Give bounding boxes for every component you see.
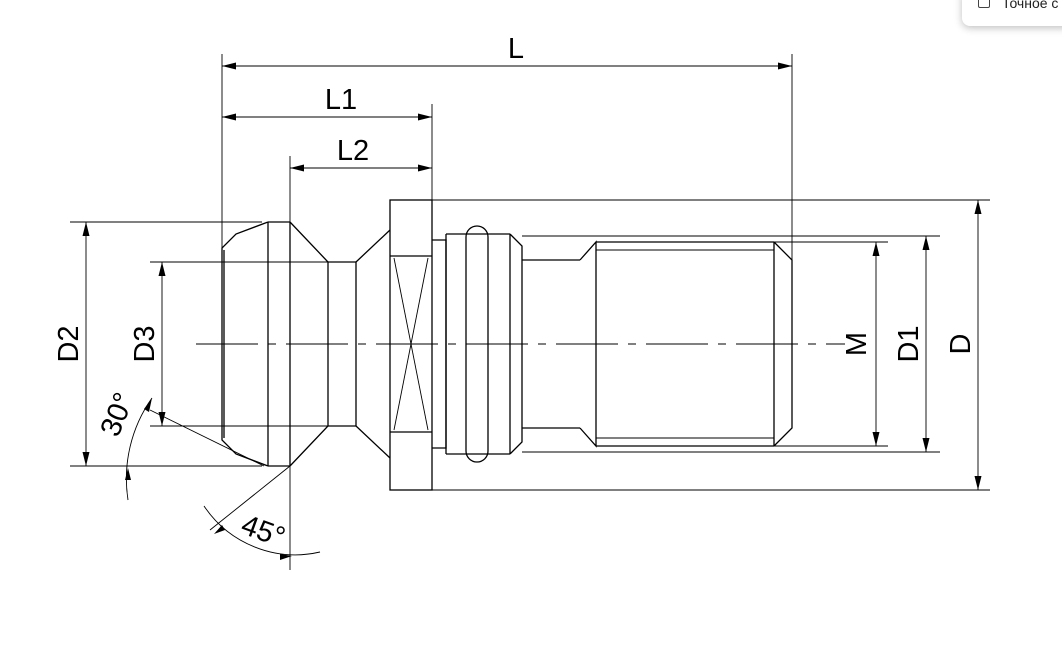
dimension-M [872, 242, 880, 446]
label-D3: D3 [129, 325, 161, 362]
dimension-L1 [222, 113, 432, 121]
label-D1: D1 [893, 325, 925, 362]
dimension-D1 [922, 236, 930, 452]
label-L: L [508, 33, 524, 65]
dimension-L [222, 62, 792, 70]
label-D: D [945, 334, 977, 355]
dimension-D [974, 200, 982, 490]
exact-match-label[interactable]: Точное с [1002, 0, 1059, 11]
label-angle-45: 45° [237, 509, 289, 554]
stud-body [432, 225, 597, 463]
angle-30-dimension [125, 397, 265, 501]
angle-45-dimension [203, 465, 321, 570]
extension-lines [70, 54, 990, 491]
hex-collar [389, 199, 433, 491]
o-ring [465, 225, 489, 463]
label-D2: D2 [53, 325, 85, 362]
stud-neck [328, 229, 391, 459]
label-M: M [841, 332, 873, 356]
dimension-D2 [82, 222, 90, 466]
dimension-L2 [290, 164, 432, 172]
label-L1: L1 [325, 84, 357, 116]
stud-head [221, 221, 329, 467]
threaded-section [596, 241, 793, 447]
exact-match-checkbox[interactable] [978, 0, 990, 8]
label-L2: L2 [337, 135, 369, 167]
